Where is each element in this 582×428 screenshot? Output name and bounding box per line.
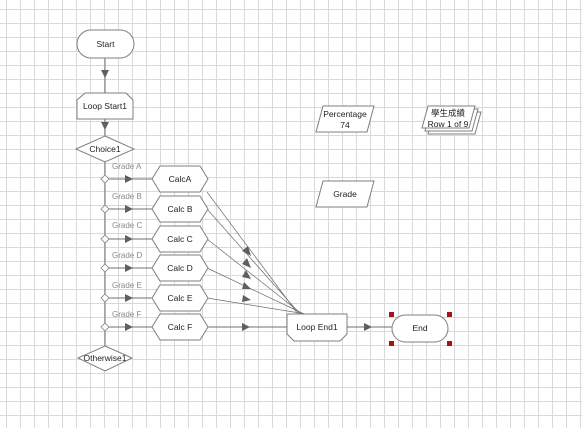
start-label: Start — [97, 39, 116, 49]
choice-label: Choice1 — [89, 144, 120, 154]
end-label: End — [412, 323, 427, 333]
calc-node[interactable]: CalcA — [151, 165, 209, 193]
percentage-variable[interactable]: Percentage 74 — [315, 105, 375, 133]
loop-start-label: Loop Start1 — [83, 101, 127, 111]
loop-start-node[interactable]: Loop Start1 — [76, 92, 134, 120]
calc-node[interactable]: Calc C — [151, 225, 209, 253]
arrow-loop-choice — [101, 122, 109, 130]
loop-end-node[interactable]: Loop End1 — [286, 313, 348, 342]
branch-condition: Grade D — [112, 251, 142, 260]
branch-condition: Grade B — [112, 192, 142, 201]
otherwise-node[interactable]: Otherwise1 — [76, 345, 134, 372]
calc-node[interactable]: Calc E — [151, 284, 209, 312]
calc-to-loop-end-arrows — [242, 246, 251, 331]
selection-handles[interactable] — [389, 312, 452, 346]
calc-node[interactable]: Calc F — [151, 313, 209, 341]
percentage-value: 74 — [340, 120, 350, 130]
arrow-start-loop — [101, 70, 109, 78]
percentage-label: Percentage — [323, 109, 367, 119]
branch-conditions: Grade A Grade B Grade C Grade D Grade E … — [112, 162, 142, 319]
start-node[interactable]: Start — [76, 29, 135, 59]
data-sheet-title: 學生成績 — [431, 108, 466, 118]
grade-variable[interactable]: Grade — [315, 180, 375, 208]
data-sheet-row: Row 1 of 9 — [428, 119, 469, 129]
otherwise-label: Otherwise1 — [84, 353, 127, 363]
branch-condition: Grade A — [112, 162, 142, 171]
calc-label: Calc C — [167, 234, 193, 244]
choice-node[interactable]: Choice1 — [74, 135, 136, 163]
calc-to-loop-end-lines — [206, 191, 307, 328]
branch-arrows — [125, 175, 133, 331]
branch-connection-points — [100, 174, 110, 332]
calc-node[interactable]: Calc D — [151, 254, 209, 282]
calc-node[interactable]: Calc B — [151, 195, 209, 223]
calc-label: Calc F — [168, 322, 193, 332]
calc-label: Calc D — [167, 263, 193, 273]
grade-label: Grade — [333, 189, 357, 199]
loop-end-label: Loop End1 — [296, 322, 337, 332]
branch-condition: Grade E — [112, 281, 142, 290]
calc-label: Calc B — [167, 204, 192, 214]
arrow-loopend-end — [364, 323, 372, 331]
calc-label: Calc E — [167, 293, 192, 303]
calc-label: CalcA — [169, 174, 192, 184]
branch-condition: Grade F — [112, 310, 141, 319]
end-node[interactable]: End — [391, 314, 449, 343]
branch-condition: Grade C — [112, 221, 142, 230]
data-sheet-node[interactable]: 學生成績 Row 1 of 9 — [421, 105, 482, 135]
